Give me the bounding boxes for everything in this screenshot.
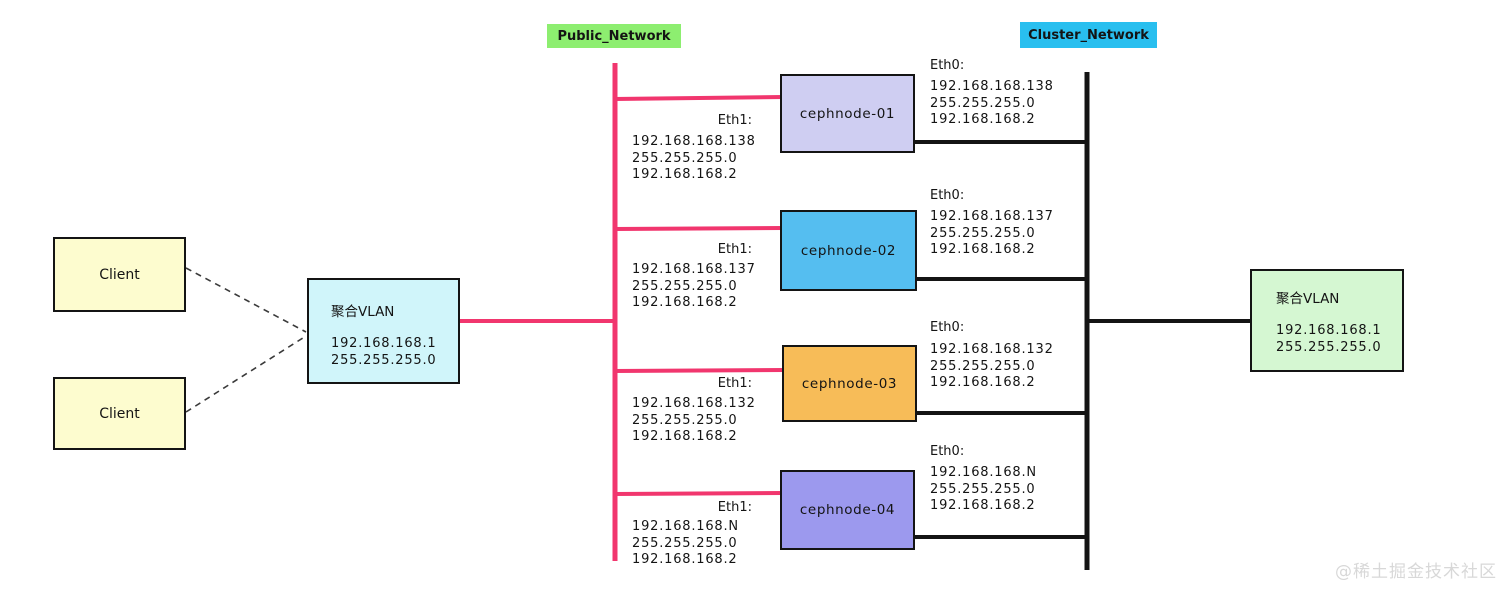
node-02-eth1-mask: 255.255.255.0 (632, 278, 738, 294)
node-04-eth1-gateway: 192.168.168.2 (632, 552, 738, 567)
client-2-label: Client (99, 405, 140, 422)
node-02-eth0-addresses: 192.168.168.137 255.255.255.0 192.168.16… (930, 209, 1054, 259)
node-box-cephnode-04: cephnode-04 (780, 470, 915, 550)
node-02-label: cephnode-02 (800, 242, 897, 259)
node-04-eth1-ip: 192.168.168.N (632, 519, 739, 534)
node-01-eth0-ip: 192.168.168.138 (930, 79, 1054, 94)
cluster-network-label: Cluster_Network (1020, 22, 1157, 48)
node-04-eth0-addresses: 192.168.168.N 255.255.255.0 192.168.168.… (930, 465, 1037, 515)
vlan-right-ip: 192.168.168.1 (1276, 323, 1382, 338)
node-02-eth0-gateway: 192.168.168.2 (930, 242, 1036, 257)
node-02-eth0-mask: 255.255.255.0 (930, 225, 1036, 241)
node-03-eth0-ip: 192.168.168.132 (930, 342, 1054, 357)
node-01-eth0-addresses: 192.168.168.138 255.255.255.0 192.168.16… (930, 79, 1054, 129)
node-01-eth1-mask: 255.255.255.0 (632, 150, 738, 166)
node-04-eth0-gateway: 192.168.168.2 (930, 498, 1036, 513)
node-02-eth1-ip: 192.168.168.137 (632, 262, 756, 277)
node-03-eth1-gateway: 192.168.168.2 (632, 429, 738, 444)
node-03-eth0-mask: 255.255.255.0 (930, 358, 1036, 374)
node-04-eth1-label: Eth1: (717, 500, 752, 515)
node-01-eth0-gateway: 192.168.168.2 (930, 112, 1036, 127)
vlan-right-box: 聚合VLAN 192.168.168.1 255.255.255.0 (1250, 269, 1404, 372)
public-branch-node-01 (613, 95, 784, 101)
public-branch-node-02 (613, 226, 784, 231)
node-box-cephnode-03: cephnode-03 (782, 345, 917, 422)
client1-dashed-link (185, 267, 307, 333)
node-01-eth1-label: Eth1: (717, 113, 752, 128)
public-branch-node-03 (613, 368, 786, 373)
node-04-eth1-addresses: 192.168.168.N 255.255.255.0 192.168.168.… (632, 519, 739, 569)
watermark: @稀土掘金技术社区 (1335, 562, 1497, 582)
node-02-eth1-label: Eth1: (717, 242, 752, 257)
node-01-eth0-mask: 255.255.255.0 (930, 95, 1036, 111)
node-02-eth1-gateway: 192.168.168.2 (632, 295, 738, 310)
node-04-label: cephnode-04 (799, 502, 896, 518)
node-03-eth1-label: Eth1: (717, 376, 752, 391)
node-01-eth1-addresses: 192.168.168.138 255.255.255.0 192.168.16… (632, 134, 756, 184)
node-03-eth0-label: Eth0: (930, 320, 965, 335)
public-branch-node-04 (613, 491, 784, 496)
node-03-eth1-addresses: 192.168.168.132 255.255.255.0 192.168.16… (632, 396, 756, 446)
node-03-eth0-addresses: 192.168.168.132 255.255.255.0 192.168.16… (930, 342, 1054, 392)
node-04-eth0-label: Eth0: (930, 444, 965, 459)
node-02-eth0-ip: 192.168.168.137 (930, 209, 1054, 224)
client-box-2: Client (53, 377, 186, 450)
vlan-left-ip: 192.168.168.1 (331, 336, 437, 351)
public-network-label: Public_Network (547, 24, 681, 48)
node-box-cephnode-02: cephnode-02 (780, 210, 917, 291)
vlan-right-mask: 255.255.255.0 (1276, 340, 1382, 355)
node-03-eth1-ip: 192.168.168.132 (632, 396, 756, 411)
node-01-eth1-ip: 192.168.168.138 (632, 134, 756, 149)
client-box-1: Client (53, 237, 186, 312)
node-03-eth1-mask: 255.255.255.0 (632, 412, 738, 428)
vlan-left-box: 聚合VLAN 192.168.168.1 255.255.255.0 (307, 278, 460, 384)
node-04-eth0-ip: 192.168.168.N (930, 465, 1037, 480)
node-01-label: cephnode-01 (799, 105, 896, 122)
node-04-eth1-mask: 255.255.255.0 (632, 535, 738, 551)
node-01-eth1-gateway: 192.168.168.2 (632, 167, 738, 182)
node-01-eth0-label: Eth0: (930, 58, 965, 73)
client2-dashed-link (185, 335, 307, 413)
vlan-right-title: 聚合VLAN (1276, 291, 1340, 307)
node-03-eth0-gateway: 192.168.168.2 (930, 375, 1036, 390)
vlan-left-mask: 255.255.255.0 (331, 353, 437, 368)
node-04-eth0-mask: 255.255.255.0 (930, 481, 1036, 497)
node-box-cephnode-01: cephnode-01 (780, 74, 915, 153)
node-02-eth0-label: Eth0: (930, 188, 965, 203)
node-02-eth1-addresses: 192.168.168.137 255.255.255.0 192.168.16… (632, 262, 756, 312)
client-1-label: Client (99, 266, 140, 283)
node-03-label: cephnode-03 (801, 375, 898, 392)
vlan-left-title: 聚合VLAN (331, 304, 395, 320)
